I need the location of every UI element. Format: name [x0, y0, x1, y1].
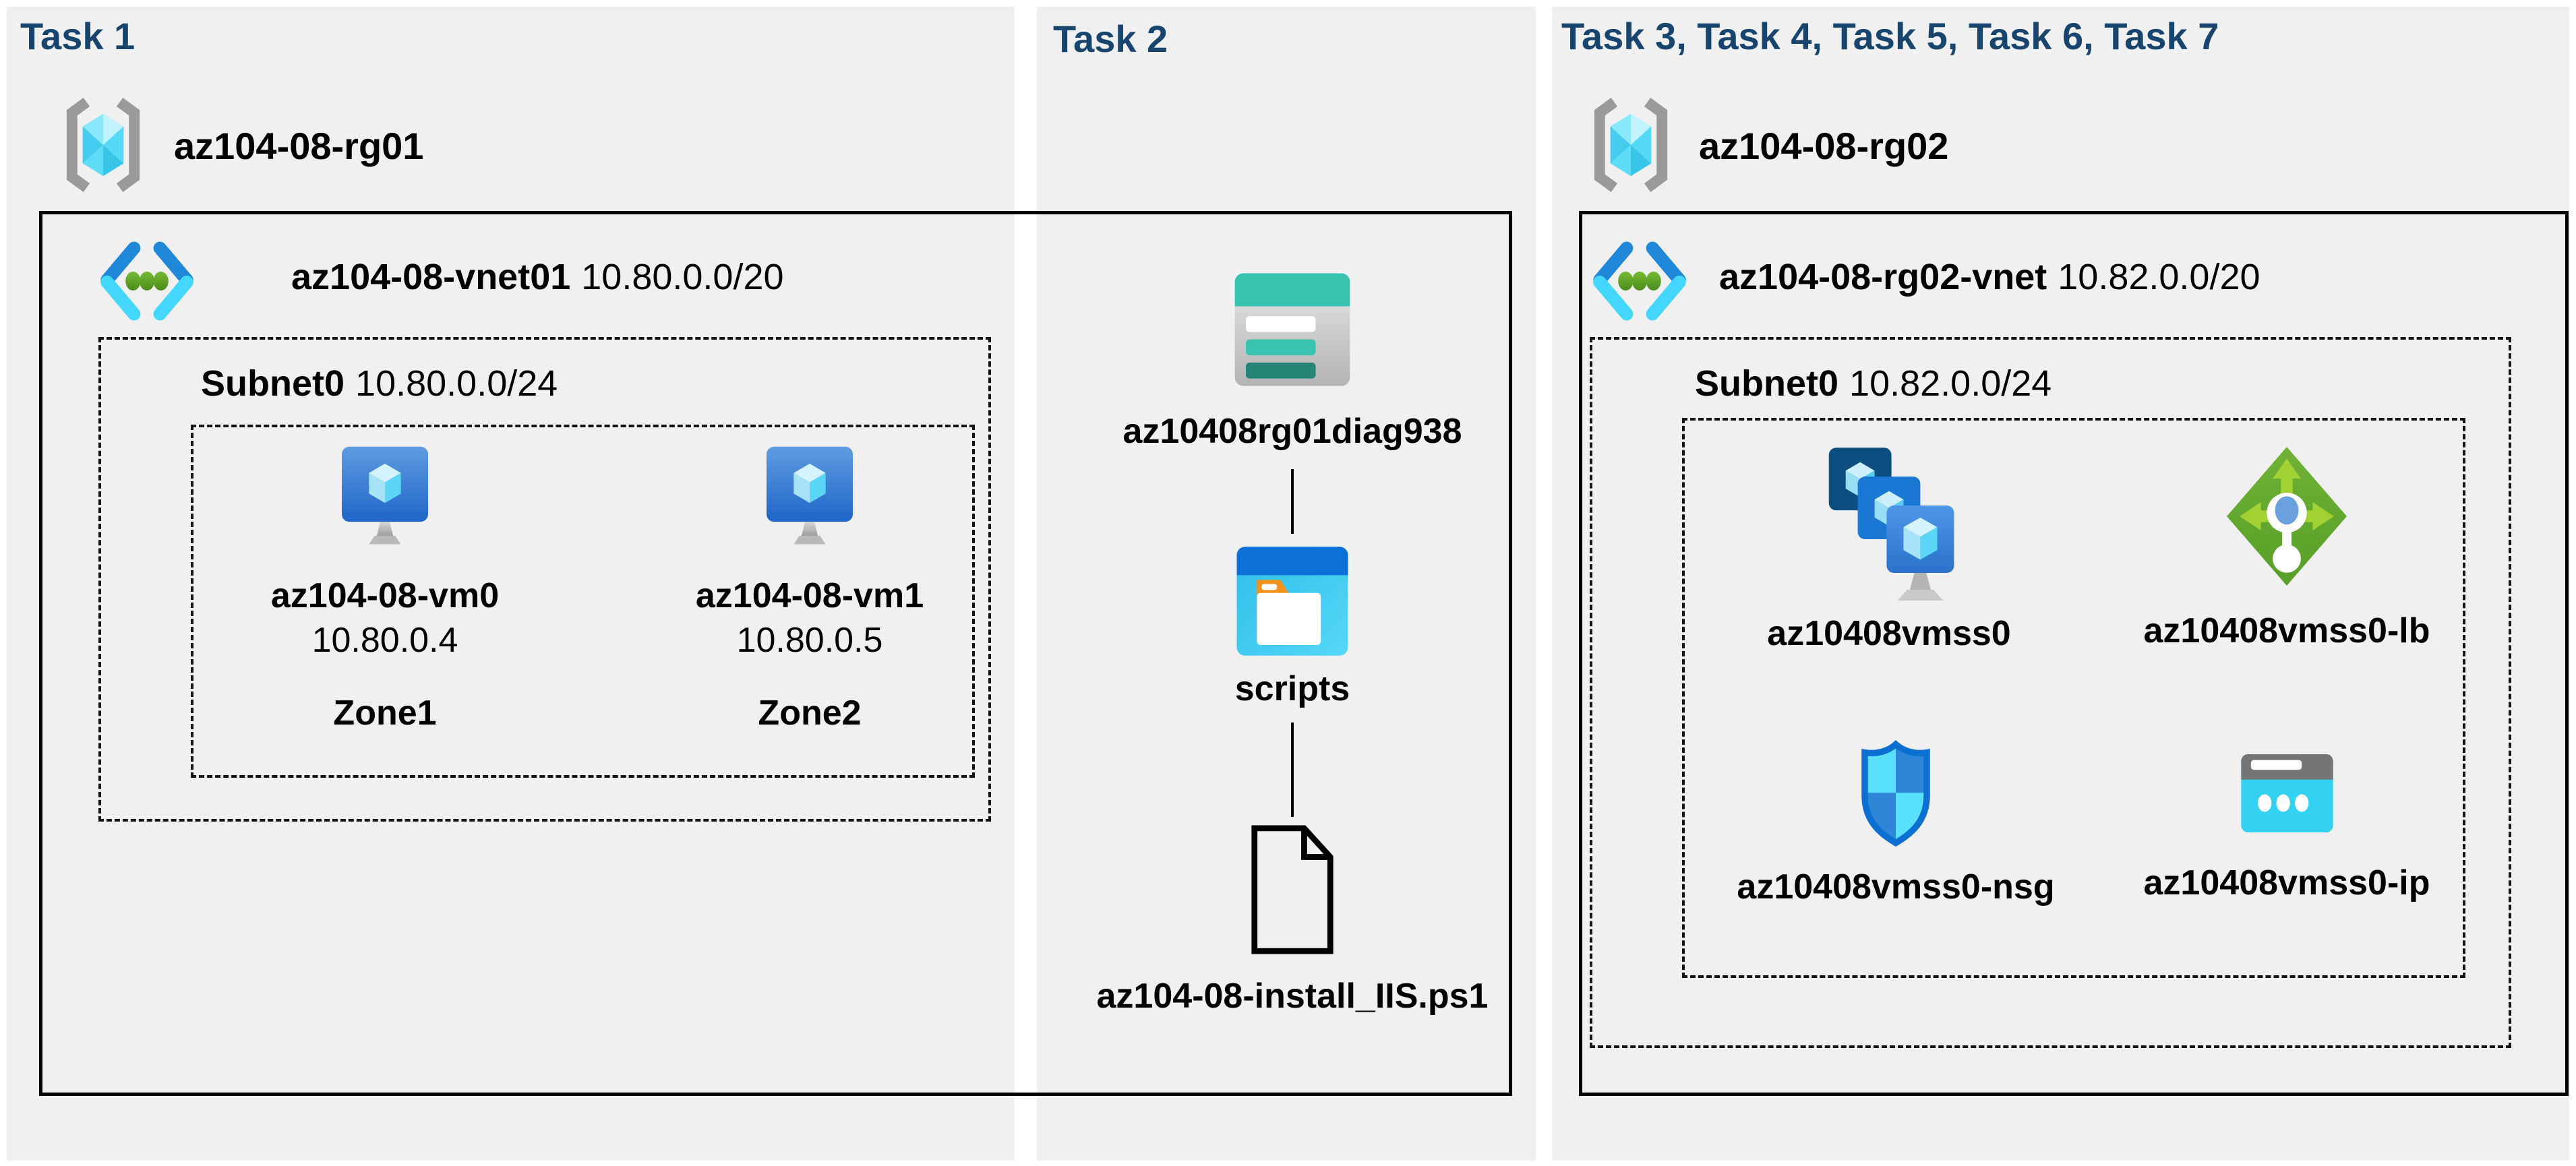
vm-ip: 10.80.0.4 — [311, 621, 458, 660]
vnet-cidr: 10.80.0.0/20 — [581, 257, 784, 297]
task2-title: Task 2 — [1053, 18, 1168, 60]
subnet-cidr: 10.80.0.0/24 — [355, 363, 558, 404]
task1-title: Task 1 — [20, 15, 136, 57]
vmss-name: az10408vmss0 — [1767, 614, 2011, 653]
subnet-name: Subnet0 — [201, 363, 345, 404]
public-ip-icon — [2241, 754, 2333, 832]
script-file-icon — [1251, 825, 1334, 954]
virtual-network-icon — [100, 241, 193, 321]
panel-task1: Task 1 az104-08-rg01 az10 — [7, 7, 1015, 1161]
script-file-name: az104-08-install_IIS.ps1 — [1096, 977, 1489, 1016]
network-security-group-icon — [1861, 740, 1930, 847]
subnet-boundary — [1590, 337, 2511, 1048]
vm-name: az104-08-vm1 — [695, 576, 924, 615]
resource-group-name: az104-08-rg01 — [174, 125, 424, 167]
resource-group-icon — [66, 98, 140, 192]
resource-group-icon — [1594, 98, 1668, 192]
storage-account-name: az10408rg01diag938 — [1122, 412, 1462, 451]
vm-name: az104-08-vm0 — [270, 576, 500, 615]
virtual-machine-icon — [767, 446, 853, 545]
resource-group-name: az104-08-rg02 — [1699, 125, 1949, 167]
connector-line — [1291, 723, 1294, 817]
task3-title: Task 3, Task 4, Task 5, Task 6, Task 7 — [1561, 15, 2219, 57]
load-balancer-name: az10408vmss0-lb — [2143, 611, 2430, 650]
public-ip-name: az10408vmss0-ip — [2143, 863, 2430, 902]
subnet-name: Subnet0 — [1695, 363, 1839, 404]
storage-account-icon — [1234, 273, 1350, 386]
vnet-cidr: 10.82.0.0/20 — [2058, 257, 2260, 297]
panel-task3: Task 3, Task 4, Task 5, Task 6, Task 7 a… — [1552, 7, 2569, 1161]
panel-task2: Task 2 az10408rg01diag938 scripts — [1037, 7, 1536, 1161]
container-name: scripts — [1234, 669, 1350, 708]
nsg-name: az10408vmss0-nsg — [1737, 867, 2055, 907]
vm-scale-set-icon — [1828, 448, 1954, 601]
virtual-network-icon — [1593, 241, 1686, 321]
vnet-name: az104-08-rg02-vnet — [1719, 257, 2047, 297]
vnet-label: az104-08-rg02-vnet 10.82.0.0/20 — [1719, 257, 2260, 297]
blob-container-icon — [1236, 547, 1348, 656]
virtual-machine-icon — [342, 446, 428, 545]
connector-line — [1291, 469, 1294, 534]
vm-zone: Zone1 — [333, 694, 437, 733]
vm-zone: Zone2 — [758, 694, 862, 733]
subnet-cidr: 10.82.0.0/24 — [1849, 363, 2052, 404]
vm-ip: 10.80.0.5 — [736, 621, 883, 660]
vnet-name: az104-08-vnet01 — [291, 257, 571, 297]
load-balancer-icon — [2226, 447, 2347, 586]
